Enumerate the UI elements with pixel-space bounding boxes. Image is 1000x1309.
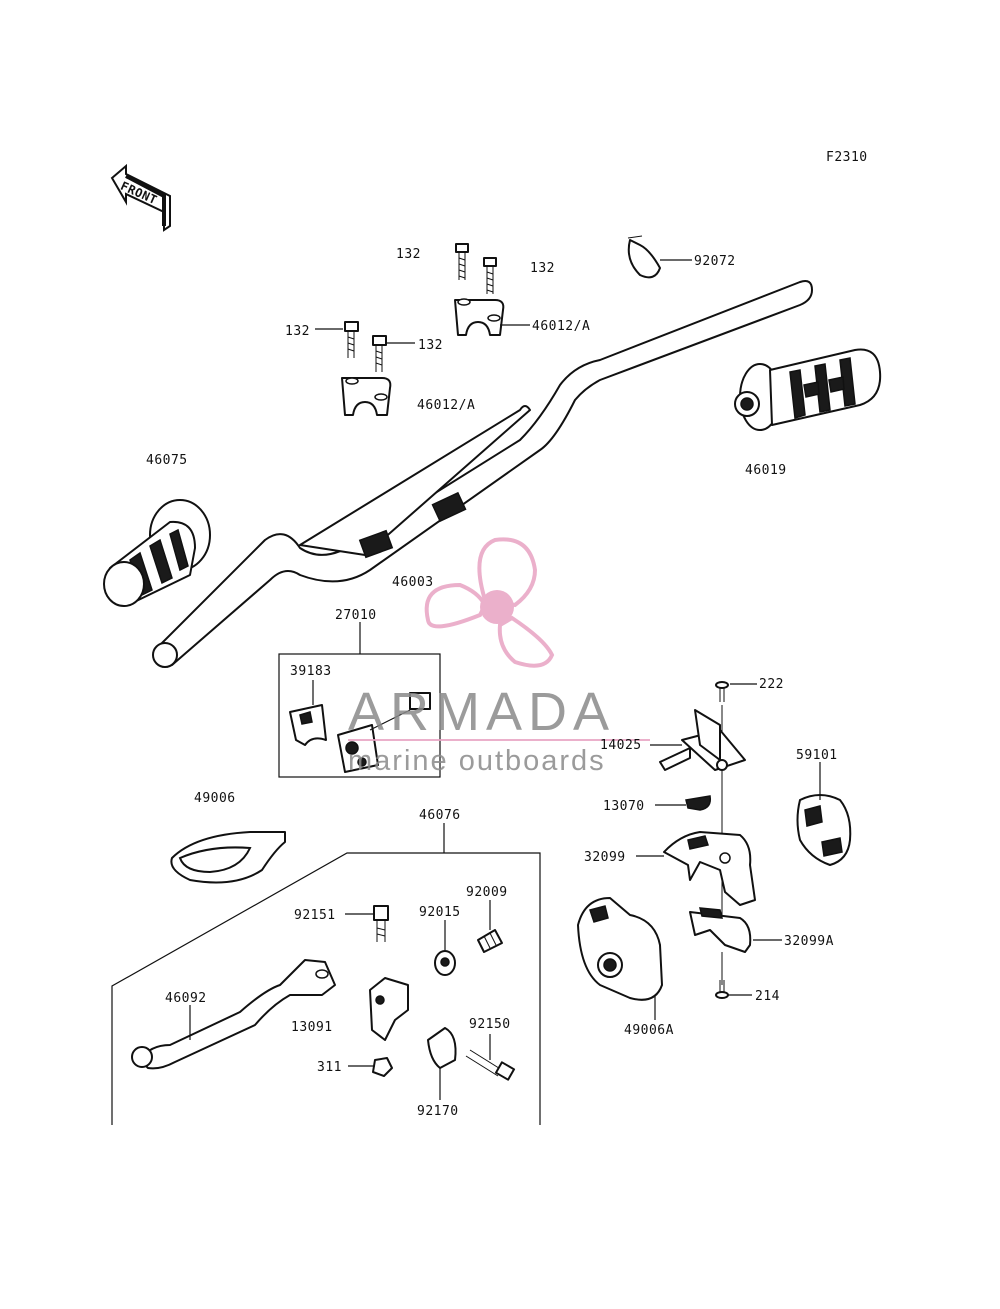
clamp-39183 — [289, 704, 327, 746]
figure-code: F2310 — [826, 150, 868, 165]
label-46019: 46019 — [745, 463, 787, 478]
housing-32099 — [663, 831, 756, 906]
label-132-a: 132 — [396, 247, 421, 262]
clamp-46012a-mid — [341, 377, 392, 416]
screw-214 — [715, 980, 729, 999]
label-92170: 92170 — [417, 1104, 459, 1119]
leader-lines — [189, 259, 821, 1100]
label-222: 222 — [759, 677, 784, 692]
kill-switch — [337, 692, 431, 773]
label-49006: 49006 — [194, 791, 236, 806]
label-32099a: 32099A — [784, 934, 834, 949]
adjuster-92009 — [477, 929, 503, 953]
label-92009: 92009 — [466, 885, 508, 900]
label-14025: 14025 — [600, 738, 642, 753]
label-132-c: 132 — [285, 324, 310, 339]
label-46075: 46075 — [146, 453, 188, 468]
armada-logo: ARMADA marine outboards — [348, 537, 650, 777]
bolt-132-top-left — [455, 243, 469, 280]
propeller-icon — [424, 537, 555, 668]
screw-222 — [715, 681, 729, 702]
label-132-d: 132 — [418, 338, 443, 353]
clamp-46012a-top — [454, 298, 505, 336]
grommet-13070 — [685, 795, 712, 811]
label-92150: 92150 — [469, 1017, 511, 1032]
bracket-14025 — [659, 709, 746, 771]
label-27010: 27010 — [335, 608, 377, 623]
grip-46019 — [734, 348, 882, 431]
label-92072: 92072 — [694, 254, 736, 269]
nut-92015 — [434, 950, 456, 976]
handlebar-46003 — [152, 280, 813, 668]
label-92015: 92015 — [419, 905, 461, 920]
bolt-92151 — [373, 905, 389, 942]
label-46092: 46092 — [165, 991, 207, 1006]
bolt-92150 — [465, 1049, 516, 1081]
label-39183: 39183 — [290, 664, 332, 679]
nut-311 — [372, 1057, 393, 1077]
bolt-132-top-right — [483, 257, 497, 294]
cover-59101 — [796, 794, 852, 866]
perch-13091 — [369, 977, 409, 1041]
bolt-132-mid-right — [372, 335, 387, 372]
lever-46092 — [131, 959, 336, 1070]
label-46012a-top: 46012/A — [532, 319, 590, 334]
label-13091: 13091 — [291, 1020, 333, 1035]
bolt-132-mid-left — [344, 321, 359, 358]
guard-49006 — [170, 831, 286, 884]
label-32099: 32099 — [584, 850, 626, 865]
grip-46075 — [103, 499, 211, 607]
housing-32099a — [689, 907, 752, 953]
part-labels: 132 132 132 132 92072 46012/A 46012/A 46… — [146, 247, 838, 1119]
label-311: 311 — [317, 1060, 342, 1075]
label-132-b: 132 — [530, 261, 555, 276]
cover-49006a — [577, 897, 663, 1001]
label-13070: 13070 — [603, 799, 645, 814]
label-46012a-mid: 46012/A — [417, 398, 475, 413]
front-arrow-icon: FRONT — [110, 163, 171, 232]
label-92151: 92151 — [294, 908, 336, 923]
label-46003: 46003 — [392, 575, 434, 590]
label-59101: 59101 — [796, 748, 838, 763]
label-214: 214 — [755, 989, 780, 1004]
clamp-92170 — [427, 1027, 457, 1069]
label-46076: 46076 — [419, 808, 461, 823]
watermark-tagline: marine outboards — [348, 745, 606, 777]
cable-band-92072 — [627, 235, 661, 279]
watermark-brand: ARMADA — [348, 682, 615, 742]
lever-assembly-box — [111, 852, 541, 1125]
label-49006a: 49006A — [624, 1023, 674, 1038]
